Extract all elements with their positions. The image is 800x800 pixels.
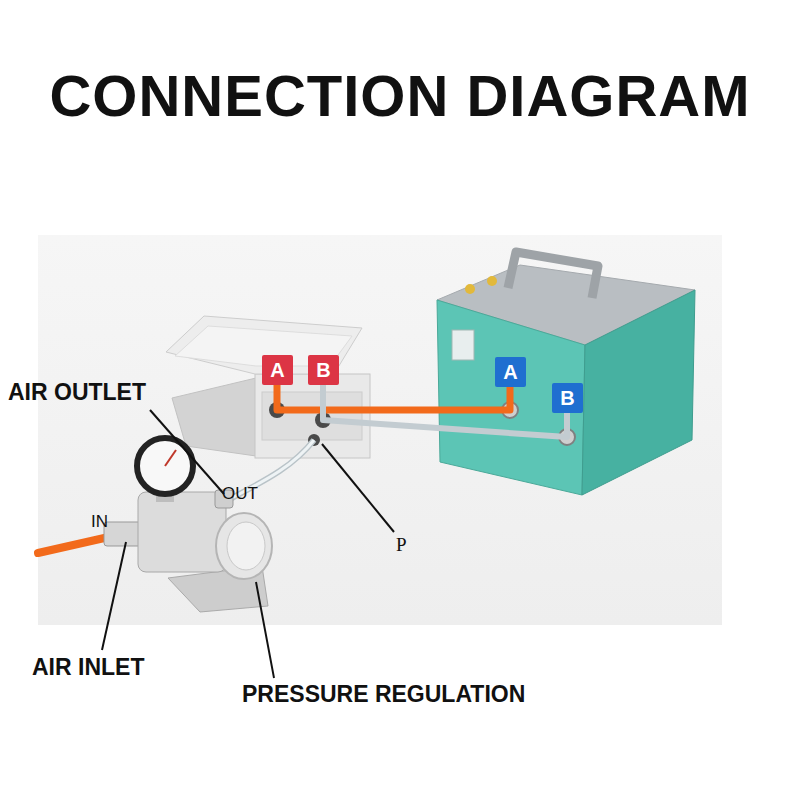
air-hose — [277, 385, 510, 410]
port-letter: A — [270, 359, 284, 381]
port-label: A — [495, 357, 526, 387]
port-name: IN — [91, 512, 108, 532]
foot-pedal — [166, 316, 370, 458]
photo-ground — [38, 235, 722, 625]
port-letter: B — [316, 359, 330, 381]
port-label: B — [308, 355, 339, 385]
port-letter: A — [503, 361, 517, 383]
callout-label: AIR INLET — [32, 654, 144, 681]
port-label: B — [552, 383, 583, 413]
callout-label: AIR OUTLET — [8, 379, 146, 406]
port-name: OUT — [222, 484, 258, 504]
callout-label: PRESSURE REGULATION — [242, 681, 525, 708]
port-letter: B — [560, 387, 574, 409]
air-hose — [323, 385, 567, 437]
control-box — [437, 252, 695, 495]
port-label: A — [262, 355, 293, 385]
leader-lines — [102, 410, 394, 678]
diagram-title: CONNECTION DIAGRAM — [0, 62, 800, 129]
pressure-regulator — [104, 438, 272, 612]
port-name: P — [396, 534, 407, 556]
